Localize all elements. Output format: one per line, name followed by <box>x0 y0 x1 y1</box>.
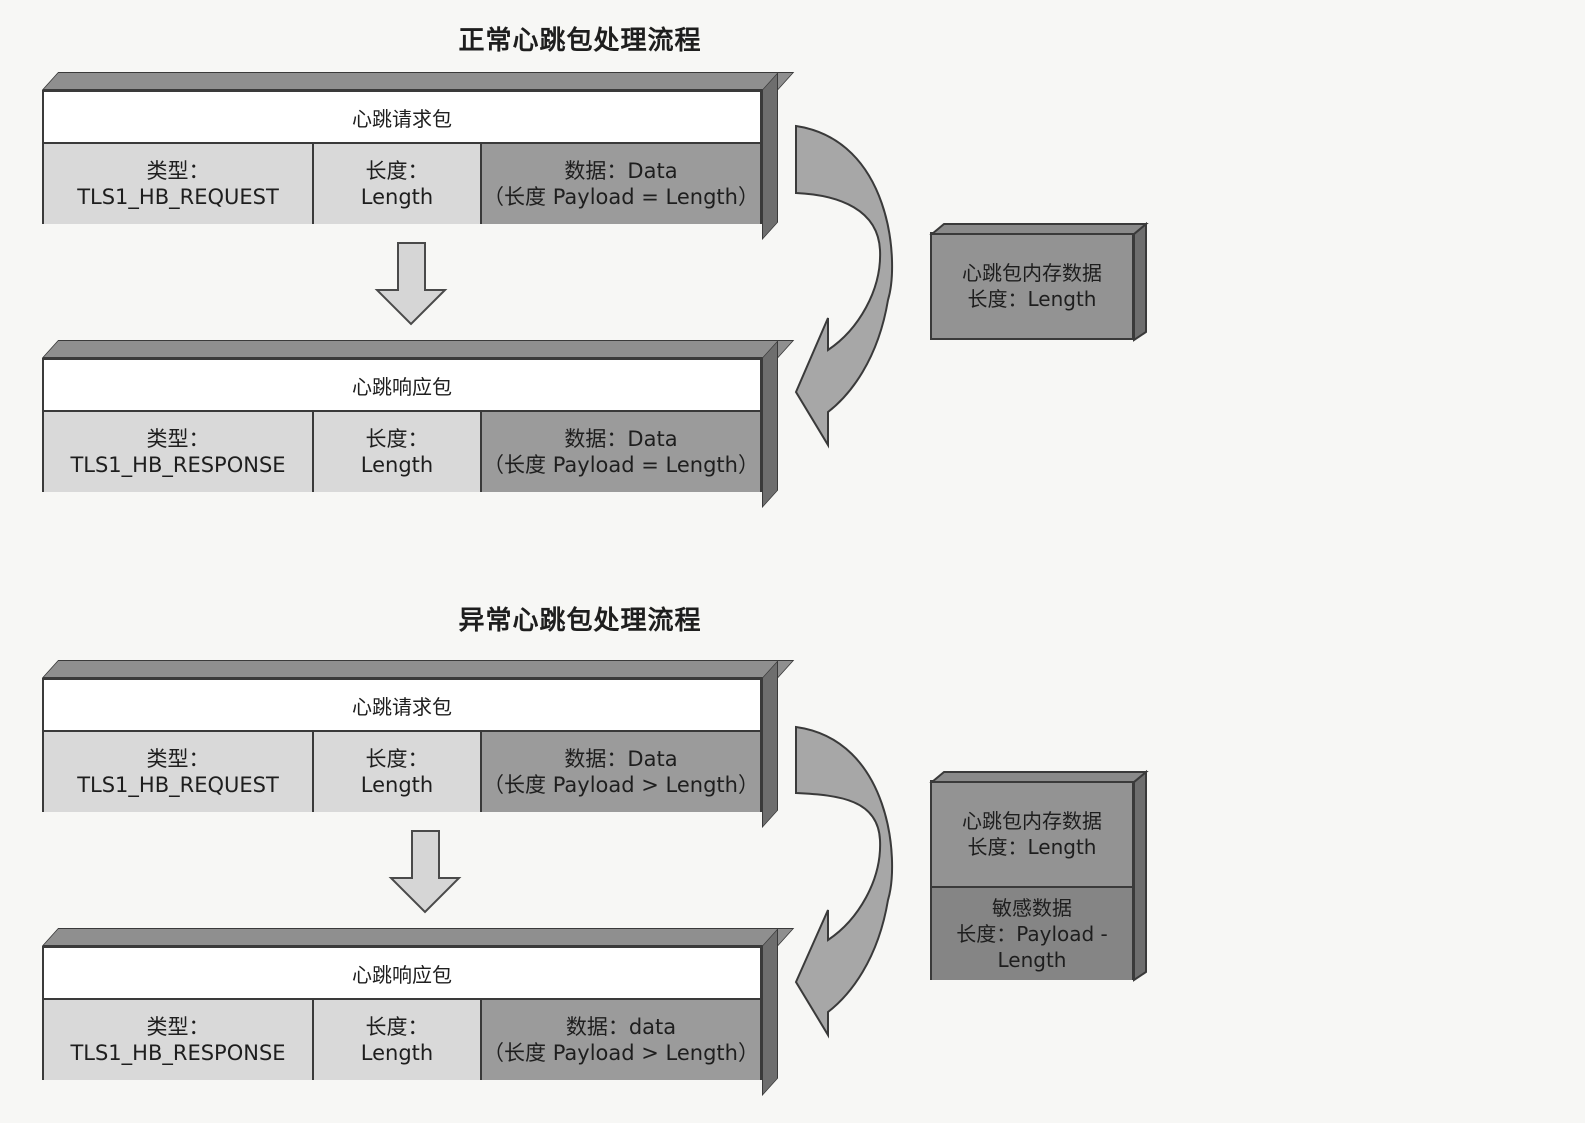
packet-front: 心跳响应包 类型： TLS1_HB_RESPONSE 长度： Length 数据… <box>42 358 762 492</box>
data-value: （长度 Payload > Length） <box>483 773 759 797</box>
normal-flow-title: 正常心跳包处理流程 <box>458 26 702 56</box>
abnormal-flow-title: 异常心跳包处理流程 <box>458 606 702 636</box>
data-value: （长度 Payload = Length） <box>483 453 759 477</box>
packet-top-face <box>42 72 795 90</box>
data-cell: 数据：Data （长度 Payload = Length） <box>482 144 760 224</box>
memory-line-1: 心跳包内存数据 <box>962 261 1102 285</box>
normal-memory-block: 心跳包内存数据 长度：Length <box>930 232 1134 340</box>
packet-side-face <box>762 72 778 241</box>
memory-line-1: 心跳包内存数据 <box>962 809 1102 833</box>
length-value: Length <box>360 453 434 477</box>
data-value: （长度 Payload = Length） <box>483 185 759 209</box>
data-label: 数据：Data <box>564 427 678 451</box>
abnormal-memory-block: 心跳包内存数据 长度：Length 敏感数据 长度：Payload - Leng… <box>930 780 1134 980</box>
data-label: 数据：data <box>565 1015 677 1039</box>
type-value: TLS1_HB_REQUEST <box>77 185 279 209</box>
length-label: 长度： <box>365 1015 429 1039</box>
type-label: 类型： <box>146 1015 210 1039</box>
packet-header: 心跳响应包 <box>44 360 760 412</box>
curved-return-arrow-icon <box>794 725 894 1039</box>
type-cell: 类型： TLS1_HB_RESPONSE <box>44 412 314 492</box>
type-label: 类型： <box>146 159 210 183</box>
down-arrow-icon <box>374 242 448 326</box>
type-cell: 类型： TLS1_HB_REQUEST <box>44 144 314 224</box>
length-label: 长度： <box>365 747 429 771</box>
length-cell: 长度： Length <box>314 1000 482 1080</box>
memory-line-2: 长度：Length <box>967 835 1097 859</box>
sensitive-data-segment: 敏感数据 长度：Payload - Length <box>932 888 1132 980</box>
data-label: 数据：Data <box>564 747 678 771</box>
sensitive-line-3: Length <box>997 948 1067 972</box>
memory-segment: 心跳包内存数据 长度：Length <box>932 234 1132 338</box>
sensitive-line-1: 敏感数据 <box>992 896 1072 920</box>
length-label: 长度： <box>365 427 429 451</box>
length-value: Length <box>360 1041 434 1065</box>
memory-line-2: 长度：Length <box>967 287 1097 311</box>
type-value: TLS1_HB_RESPONSE <box>70 453 286 477</box>
memory-side-face <box>1133 769 1147 982</box>
length-cell: 长度： Length <box>314 144 482 224</box>
length-value: Length <box>360 185 434 209</box>
packet-header: 心跳请求包 <box>44 92 760 144</box>
data-value: （长度 Payload > Length） <box>483 1041 759 1065</box>
packet-front: 心跳响应包 类型： TLS1_HB_RESPONSE 长度： Length 数据… <box>42 946 762 1080</box>
type-value: TLS1_HB_RESPONSE <box>70 1041 286 1065</box>
type-label: 类型： <box>146 747 210 771</box>
packet-front: 心跳请求包 类型： TLS1_HB_REQUEST 长度： Length 数据：… <box>42 678 762 812</box>
packet-header: 心跳请求包 <box>44 680 760 732</box>
sensitive-line-2: 长度：Payload - <box>956 922 1108 946</box>
data-cell: 数据：data （长度 Payload > Length） <box>482 1000 760 1080</box>
data-cell: 数据：Data （长度 Payload > Length） <box>482 732 760 812</box>
packet-top-face <box>42 340 795 358</box>
data-label: 数据：Data <box>564 159 678 183</box>
packet-side-face <box>762 928 778 1096</box>
type-label: 类型： <box>146 427 210 451</box>
packet-front: 心跳请求包 类型： TLS1_HB_REQUEST 长度： Length 数据：… <box>42 90 762 224</box>
type-value: TLS1_HB_REQUEST <box>77 773 279 797</box>
type-cell: 类型： TLS1_HB_REQUEST <box>44 732 314 812</box>
type-cell: 类型： TLS1_HB_RESPONSE <box>44 1000 314 1080</box>
curved-return-arrow-icon <box>794 124 894 449</box>
length-cell: 长度： Length <box>314 732 482 812</box>
length-label: 长度： <box>365 159 429 183</box>
length-value: Length <box>360 773 434 797</box>
packet-header: 心跳响应包 <box>44 948 760 1000</box>
packet-top-face <box>42 928 795 946</box>
down-arrow-icon <box>388 830 462 914</box>
data-cell: 数据：Data （长度 Payload = Length） <box>482 412 760 492</box>
memory-segment: 心跳包内存数据 长度：Length <box>932 782 1132 888</box>
memory-side-face <box>1133 221 1147 342</box>
packet-side-face <box>762 660 778 828</box>
packet-top-face <box>42 660 795 678</box>
packet-side-face <box>762 340 778 508</box>
length-cell: 长度： Length <box>314 412 482 492</box>
